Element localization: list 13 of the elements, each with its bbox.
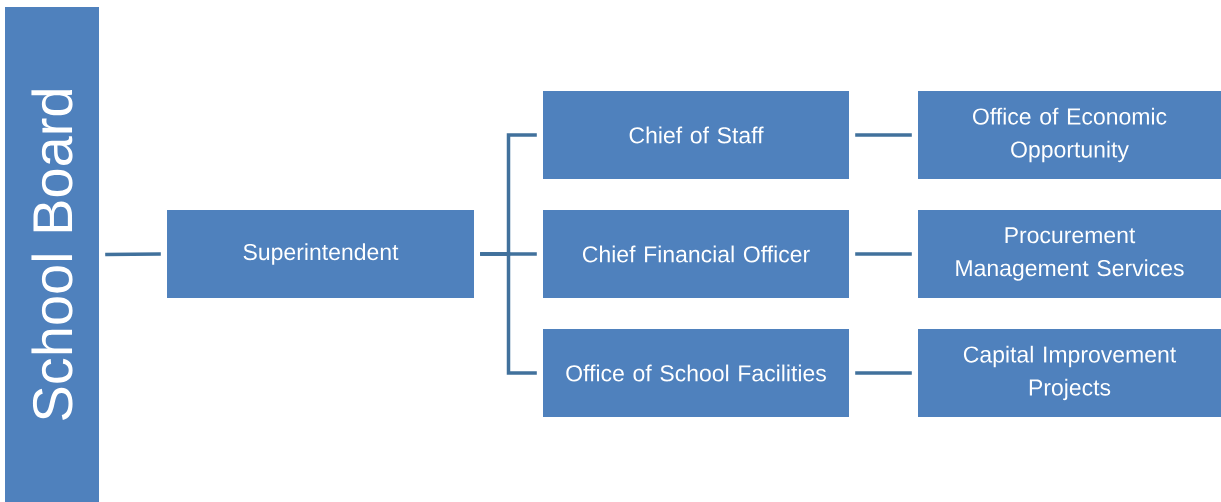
connector-line — [855, 252, 912, 256]
position-box: Office of School Facilities — [543, 329, 849, 417]
connector-line — [855, 133, 912, 137]
vertical-box: School Board — [5, 7, 99, 502]
connector-line — [480, 252, 537, 375]
position-box: Chief Financial Officer — [543, 210, 849, 298]
connector-line — [105, 252, 161, 257]
position-box: Chief of Staff — [543, 91, 849, 179]
position-box: Capital Improvement Projects — [918, 329, 1221, 417]
position-box: Procurement Management Services — [918, 210, 1221, 298]
position-box: Superintendent — [167, 210, 474, 298]
connector-line — [855, 371, 912, 375]
position-box: Office of Economic Opportunity — [918, 91, 1221, 179]
